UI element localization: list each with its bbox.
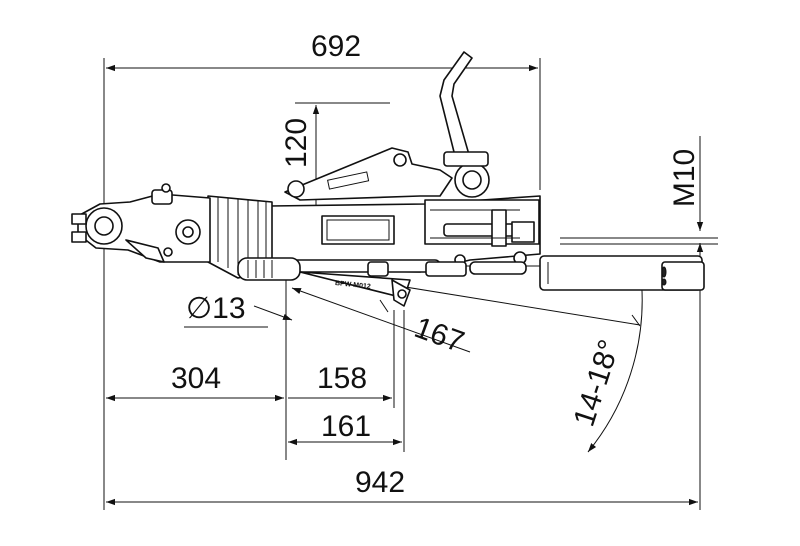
dim-diagonal-167: 167: [291, 287, 471, 359]
brake-mechanism: [424, 199, 540, 275]
plate-text: BPW M012: [335, 280, 371, 291]
dim-overall-bottom: 942: [106, 250, 701, 510]
overrun-lever: [284, 147, 453, 201]
dim-120-label: 120: [280, 118, 313, 168]
dim-167-label: 167: [410, 311, 468, 359]
bellows: [207, 195, 301, 281]
dim-thread-m10: M10: [560, 136, 718, 252]
dim-161-label: 161: [321, 410, 371, 443]
dim-height-120: 120: [280, 102, 390, 268]
dim-692-label: 692: [311, 30, 361, 63]
dim-diameter-13: ∅13: [184, 292, 293, 328]
lower-rod: BPW M012: [289, 259, 467, 307]
dim-angle-label: 14-18°: [568, 336, 627, 431]
dim-m10-label: M10: [668, 149, 701, 207]
dim-161: 161: [288, 310, 405, 452]
dim-942-label: 942: [355, 466, 405, 499]
handbrake-lever: [439, 51, 490, 198]
dim-158-label: 158: [317, 362, 367, 395]
coupling-head: [71, 183, 211, 263]
dim-13-label: ∅13: [186, 292, 246, 325]
dim-304-label: 304: [171, 362, 221, 395]
dim-304: 304: [103, 215, 287, 510]
dim-158: 158: [288, 310, 395, 408]
rear-tube: [539, 255, 705, 291]
dim-overall-top: 692: [103, 30, 541, 215]
